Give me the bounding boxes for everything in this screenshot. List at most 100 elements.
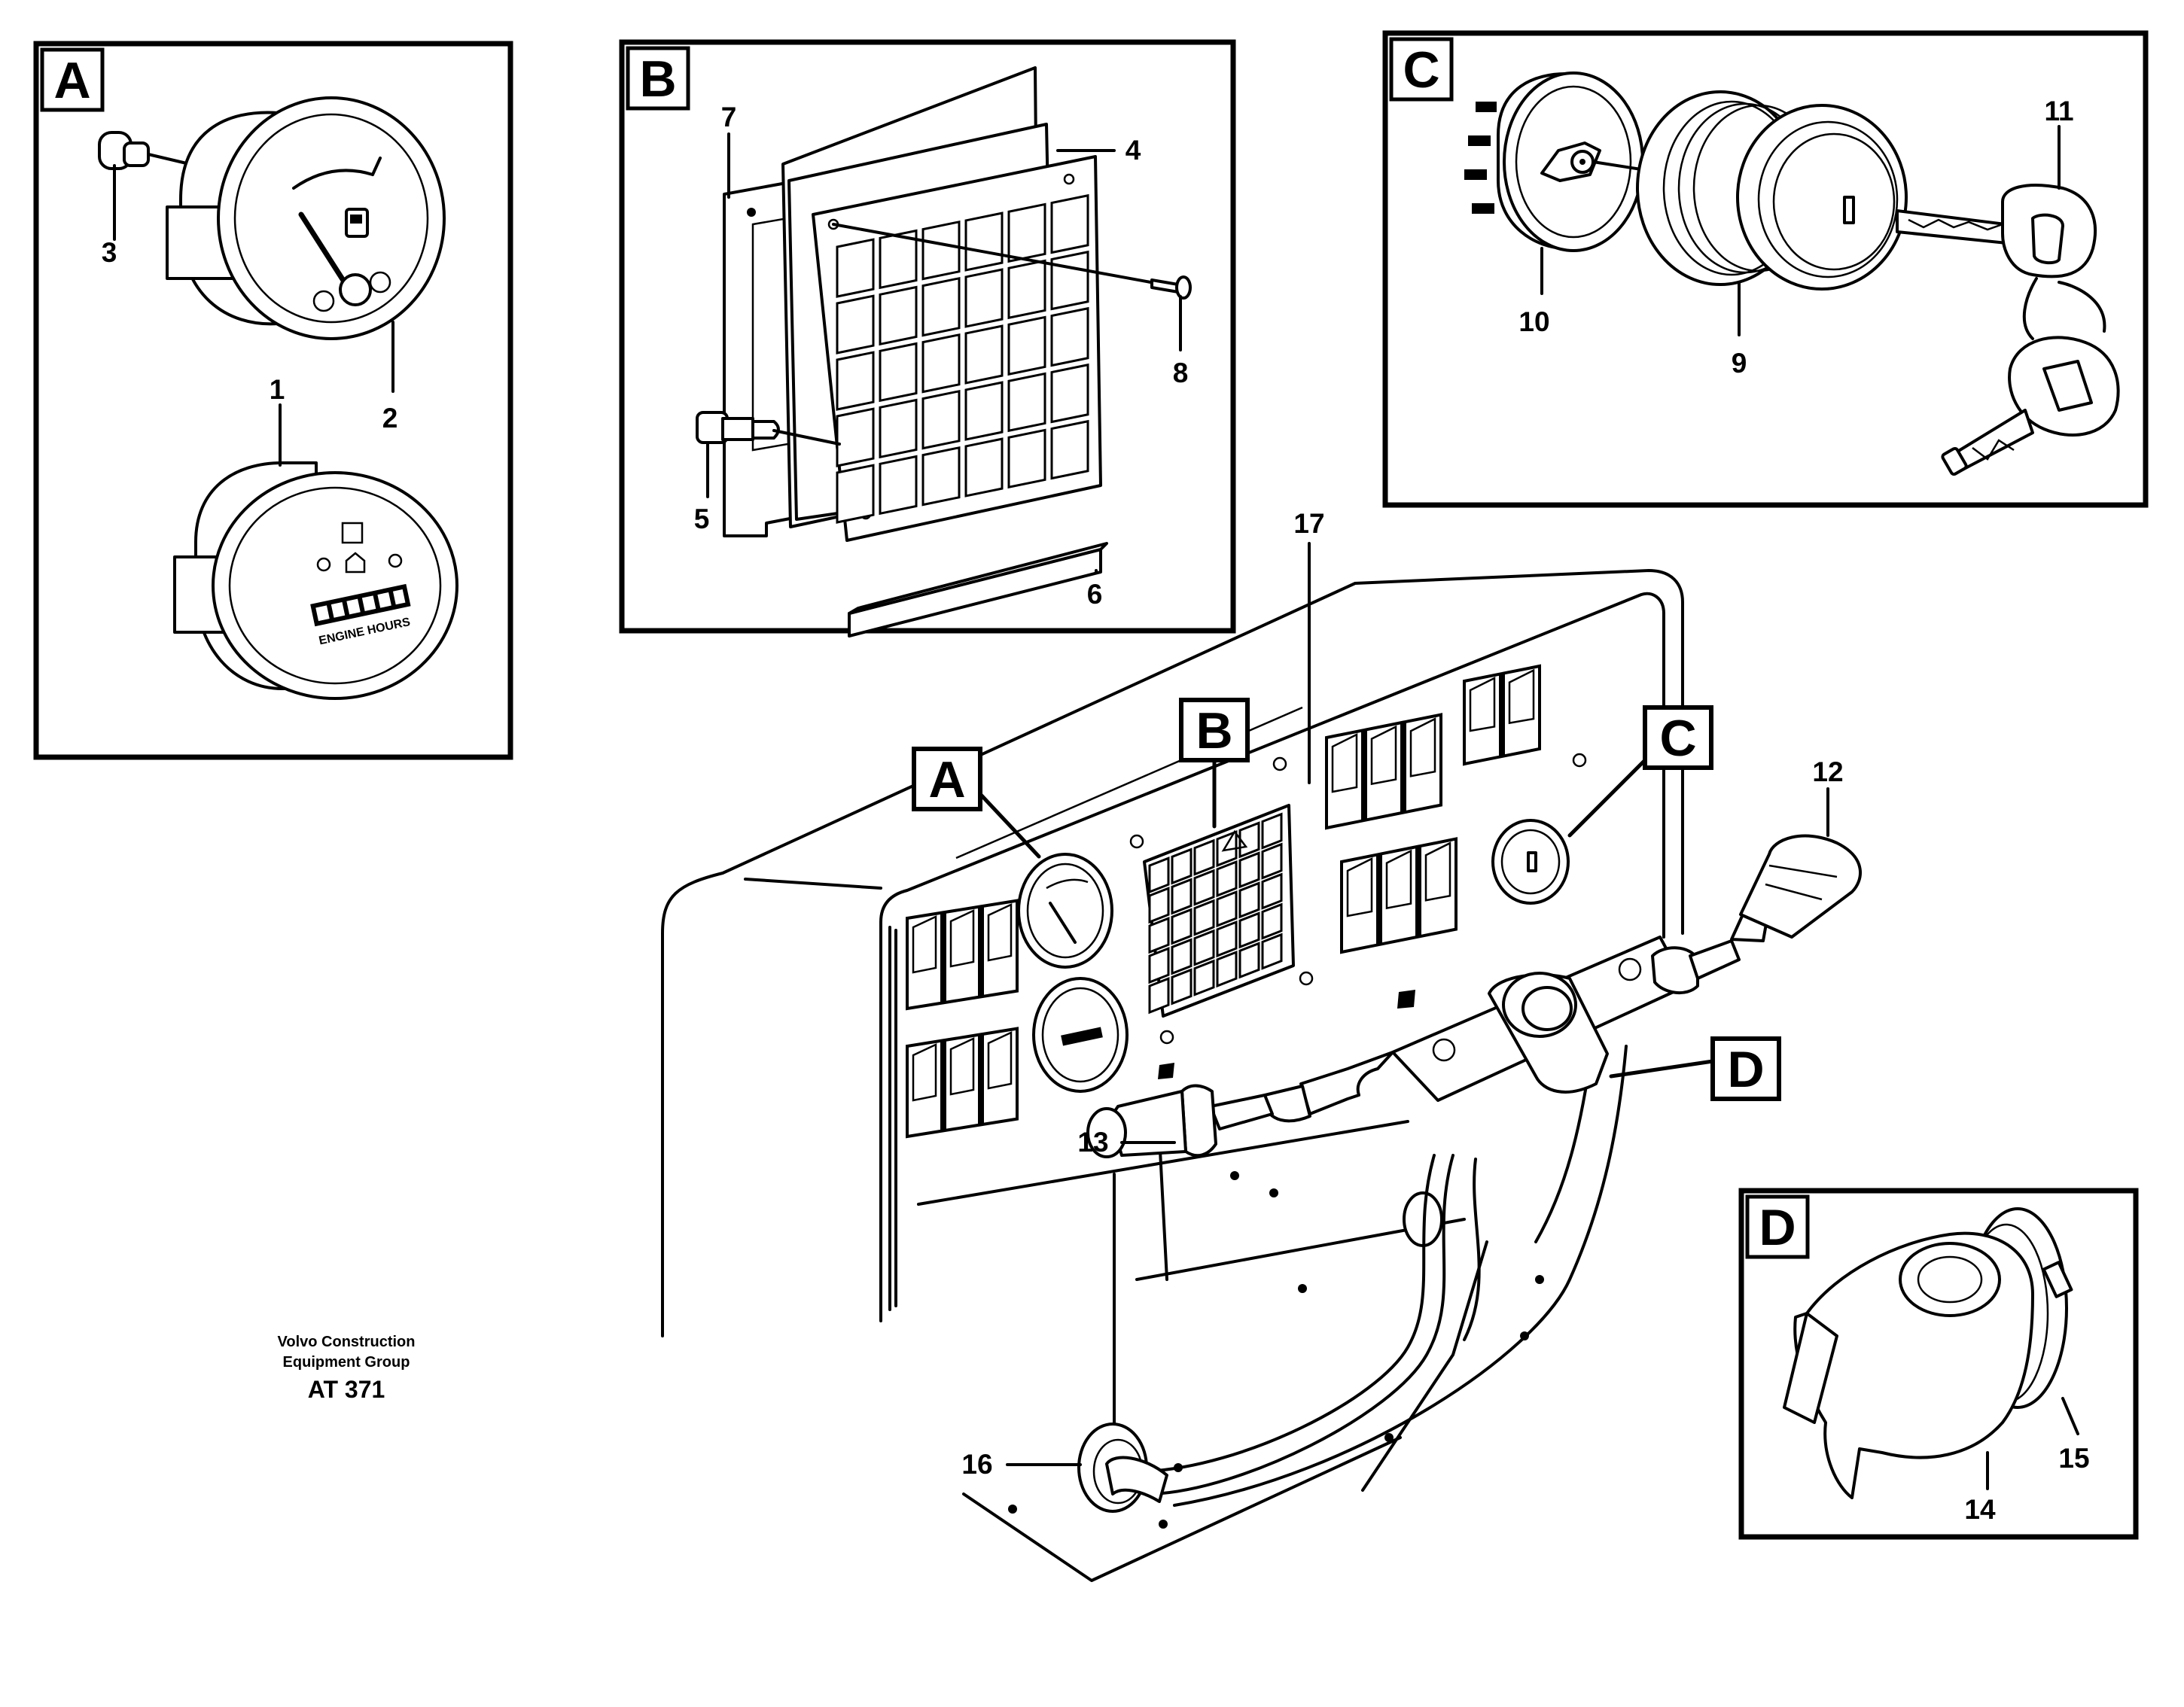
inset-a-tag: A — [53, 52, 90, 109]
indicator-window — [921, 389, 961, 450]
credit-line-2: Equipment Group — [282, 1354, 410, 1371]
indicator-window — [1050, 250, 1089, 311]
dash-indicator-window — [1216, 920, 1238, 958]
dash-tag-d: D — [1727, 1041, 1764, 1098]
rocker-switch-face — [1385, 849, 1412, 910]
boot-cover-part-14 — [1783, 1231, 2034, 1499]
callout-2: 2 — [382, 403, 398, 434]
inset-d: D 14 15 — [1738, 1188, 2139, 1540]
dash-hour-meter — [1032, 977, 1129, 1093]
indicator-window — [1007, 259, 1046, 320]
inset-a-frame — [33, 41, 513, 760]
dash-indicator-window — [1238, 942, 1260, 979]
dash-indicator-window — [1261, 902, 1283, 940]
indicator-window — [1050, 419, 1089, 480]
indicator-window — [836, 407, 875, 467]
dash-tag-a-box — [912, 747, 982, 811]
dash-indicator-window — [1171, 908, 1193, 945]
dash-indicator-window — [1261, 872, 1283, 910]
hour-meter-part-1: ENGINE HOURS — [173, 461, 458, 700]
callout-3: 3 — [102, 237, 117, 268]
indicator-window — [836, 351, 875, 411]
inset-a: A — [33, 41, 513, 760]
indicator-window — [921, 446, 961, 507]
dash-indicator-window — [1193, 959, 1215, 997]
callout-10: 10 — [1518, 306, 1549, 337]
dash-tag-c-box — [1643, 705, 1713, 770]
indicator-window — [836, 464, 875, 524]
rocker-switch-bank-left — [906, 899, 1019, 1139]
wiring-loom — [1150, 1154, 1454, 1496]
callout-16: 16 — [961, 1449, 992, 1480]
callout-12: 12 — [1812, 756, 1843, 787]
indicator-window — [921, 220, 961, 281]
dash-indicator-window — [1193, 929, 1215, 966]
rocker-switch-face — [1370, 725, 1397, 786]
rocker-switch-face — [1331, 732, 1358, 793]
housing-outline — [661, 569, 1684, 1337]
panel-screws — [1129, 753, 1587, 1045]
callout-11: 11 — [2044, 96, 2073, 126]
rocker-switch-face — [987, 1030, 1013, 1090]
indicator-window — [964, 324, 1004, 385]
steering-column-switch — [1086, 834, 1862, 1158]
bulb-part-3 — [98, 131, 191, 170]
dash-indicator-window — [1148, 977, 1170, 1015]
leader-15 — [2061, 1397, 2079, 1435]
inset-c-tag-box — [1389, 37, 1454, 102]
indicator-window — [879, 398, 918, 459]
indicator-window — [964, 381, 1004, 441]
inset-c-frame — [1382, 30, 2149, 508]
rocker-switch-face — [912, 914, 937, 974]
dash-indicator-window — [1193, 899, 1215, 936]
bulb-holder-part-5 — [696, 411, 841, 446]
inset-b-tag: B — [639, 50, 676, 108]
rocker-switch-face — [987, 902, 1013, 962]
dash-indicator-window — [1171, 847, 1193, 885]
dash-indicator-window — [1216, 829, 1238, 868]
indicator-window — [1050, 306, 1089, 367]
inset-c-tag: C — [1403, 41, 1439, 99]
mount-hole — [747, 208, 756, 217]
dash-fuel-gauge — [1017, 853, 1113, 969]
callout-8: 8 — [1173, 358, 1189, 388]
indicator-window — [1050, 363, 1089, 424]
dash-indicator-window — [1193, 869, 1215, 906]
indicator-window — [964, 211, 1004, 272]
rocker-switch-face — [1469, 676, 1496, 732]
dash-indicator-window — [1261, 842, 1283, 880]
callout-17: 17 — [1293, 508, 1324, 539]
inset-b: B — [619, 39, 1236, 637]
dash-indicator-window — [1238, 881, 1260, 919]
screw-axis — [832, 223, 1165, 286]
dashboard-assembly: A B C D 17 12 13 16 — [661, 508, 1862, 1582]
indicator-window — [1050, 193, 1089, 254]
dash-indicator-window — [1238, 911, 1260, 949]
indicator-window — [879, 455, 918, 516]
figure-code: AT 371 — [307, 1376, 385, 1403]
rocker-switch-face — [912, 1042, 937, 1102]
dash-indicator-window — [1148, 947, 1170, 984]
dash-indicator-window — [1193, 838, 1215, 876]
callout-6: 6 — [1087, 579, 1103, 610]
dash-indicator-window — [1216, 890, 1238, 928]
lock-cylinder-part-9 — [1636, 90, 1908, 291]
rocker-switch-face — [1508, 668, 1535, 725]
rocker-switch-face — [1409, 717, 1436, 777]
inset-d-tag: D — [1759, 1199, 1796, 1256]
dash-indicator-window — [1171, 968, 1193, 1006]
panel-face-outline — [879, 592, 1665, 1322]
dash-tag-a: A — [928, 751, 965, 808]
callout-14: 14 — [1964, 1494, 1996, 1525]
credit-line-1: Volvo Construction — [277, 1334, 416, 1350]
rocker-switch-face — [1424, 841, 1451, 902]
dash-indicator-window — [1171, 878, 1193, 915]
indicator-window — [964, 437, 1004, 497]
callout-13: 13 — [1077, 1127, 1108, 1158]
indicator-window — [921, 333, 961, 394]
callout-4: 4 — [1126, 135, 1141, 166]
inset-b-frame — [619, 39, 1236, 634]
dash-indicator-window — [1238, 851, 1260, 889]
rocker-switch-face — [949, 908, 975, 968]
callout-1: 1 — [270, 374, 285, 405]
